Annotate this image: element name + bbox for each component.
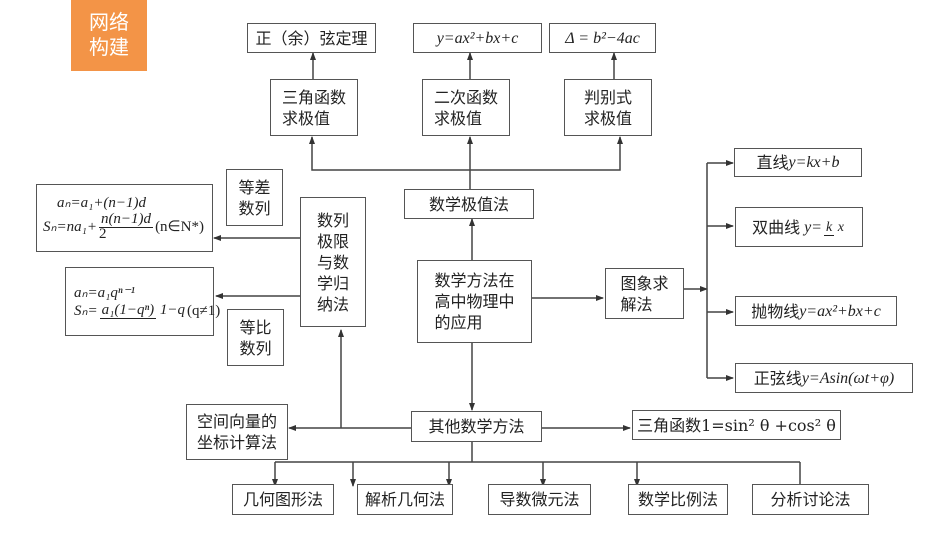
trig-identity-box: 三角函数1=sin² θ +cos² θ [632, 410, 841, 440]
parabola-formula: y=ax²+bx+c [799, 302, 881, 320]
vector-line2: 坐标计算法 [196, 433, 277, 452]
geom-label-line1: 等比 [239, 317, 272, 337]
section-badge: 网络 构建 [71, 0, 147, 71]
hyperbola-box: 双曲线 y= k x [735, 207, 863, 247]
sequence-line3: 与数 [316, 252, 349, 272]
sequence-line2: 极限 [316, 231, 349, 251]
line-to-trig-extremum [309, 136, 470, 171]
geometric-formula-box: aₙ=a₁qⁿ⁻¹ Sₙ= a₁(1−qⁿ) 1−q (q≠1) [65, 267, 220, 336]
arith-label-line1: 等差 [238, 177, 271, 197]
central-topic-line3: 的应用 [434, 313, 483, 332]
quadratic-extremum-box: 二次函数 求极值 [422, 79, 510, 136]
arith-formula-line1: aₙ=a₁+(n−1)d [57, 195, 147, 211]
derivative-method-box: 导数微元法 [488, 484, 591, 515]
geom-label-line2: 数列 [239, 338, 272, 358]
discriminant-formula-box: Δ = b²−4ac [549, 23, 656, 53]
trig-identity: 三角函数1=sin² θ +cos² θ [637, 415, 836, 435]
arith-label-line2: 数列 [238, 198, 271, 218]
geometric-figure-method-box: 几何图形法 [232, 484, 334, 515]
discriminant-formula: Δ = b²−4ac [565, 29, 640, 47]
hyperbola-name: 双曲线 [752, 217, 801, 237]
arithmetic-formula-box: aₙ=a₁+(n−1)d Sₙ=na₁+ n(n−1)d 2 (n∈N*) [36, 184, 213, 252]
derivative-method: 导数微元法 [499, 490, 580, 509]
arith-fraction: n(n−1)d 2 [98, 211, 154, 242]
trig-extremum-box: 三角函数 求极值 [270, 79, 358, 136]
graph-method-line2: 解法 [620, 294, 653, 314]
sequence-line5: 纳法 [316, 294, 349, 314]
line-to-discriminant [470, 136, 623, 171]
hyperbola-num: k [823, 219, 835, 236]
quadratic-formula-box: y=ax²+bx+c [413, 23, 542, 53]
sine-cosine-theorem-box: 正（余）弦定理 [247, 23, 376, 53]
quadratic-formula: y=ax²+bx+c [436, 29, 519, 47]
badge-line-1: 网络 [89, 10, 129, 34]
hyperbola-fraction: k x [823, 219, 844, 236]
central-topic-line2: 高中物理中 [434, 292, 515, 311]
proportion-method-box: 数学比例法 [628, 484, 728, 515]
arith-fraction-num: n(n−1)d [98, 211, 154, 228]
badge-line-2: 构建 [89, 35, 129, 59]
geom-fraction-den: 1−q [159, 302, 186, 318]
geom-formula-prefix: Sₙ= [74, 302, 98, 319]
discussion-method-box: 分析讨论法 [752, 484, 869, 515]
straight-line-box: 直线 y=kx+b [734, 148, 862, 177]
sine-curve-box: 正弦线 y=Asin(ωt+φ) [735, 363, 913, 393]
sine-curve-formula: y=Asin(ωt+φ) [801, 369, 895, 387]
trig-extremum-line2: 求极值 [281, 108, 330, 128]
vector-line1: 空间向量的 [196, 412, 277, 431]
arith-fraction-den: 2 [98, 226, 107, 242]
geom-fraction: a₁(1−qⁿ) 1−q [99, 302, 186, 319]
parabola-box: 抛物线 y=ax²+bx+c [735, 296, 897, 326]
straight-line-name: 直线 [756, 153, 789, 172]
hyperbola-den: x [837, 219, 844, 235]
discriminant-extremum-line2: 求极值 [583, 108, 632, 128]
geom-formula-line1: aₙ=a₁qⁿ⁻¹ [74, 284, 135, 301]
discriminant-extremum-box: 判别式 求极值 [564, 79, 652, 136]
quadratic-extremum-line1: 二次函数 [433, 87, 498, 107]
proportion-method: 数学比例法 [637, 490, 718, 509]
geometric-sequence-label-box: 等比 数列 [227, 309, 284, 366]
analytic-geometry-method: 解析几何法 [364, 490, 445, 509]
geom-fraction-num: a₁(1−qⁿ) [99, 302, 157, 319]
other-methods: 其他数学方法 [428, 417, 525, 436]
graph-method-box: 图象求 解法 [605, 268, 684, 319]
geom-formula-suffix: (q≠1) [187, 302, 221, 319]
sequence-induction-box: 数列 极限 与数 学归 纳法 [300, 197, 366, 327]
discriminant-extremum-line1: 判别式 [583, 87, 632, 107]
central-topic-line1: 数学方法在 [434, 271, 515, 290]
trig-extremum-line1: 三角函数 [281, 87, 346, 107]
arith-formula-suffix: (n∈N*) [155, 219, 204, 235]
straight-line-formula: y=kx+b [788, 154, 840, 171]
central-topic-box: 数学方法在 高中物理中 的应用 [417, 260, 532, 343]
hyperbola-prefix: y= [804, 218, 822, 236]
math-extremum-method-box: 数学极值法 [404, 189, 534, 219]
sine-curve-name: 正弦线 [753, 368, 802, 388]
quadratic-extremum-line2: 求极值 [433, 108, 482, 128]
discussion-method: 分析讨论法 [770, 490, 851, 509]
arithmetic-sequence-label-box: 等差 数列 [226, 169, 283, 226]
other-methods-box: 其他数学方法 [411, 411, 542, 442]
vector-method-box: 空间向量的 坐标计算法 [186, 404, 288, 460]
sequence-line1: 数列 [316, 210, 349, 230]
analytic-geometry-method-box: 解析几何法 [357, 484, 453, 515]
graph-method-line1: 图象求 [620, 273, 669, 293]
math-extremum-method: 数学极值法 [428, 194, 509, 214]
geometric-figure-method: 几何图形法 [242, 490, 323, 509]
parabola-name: 抛物线 [751, 301, 800, 321]
arith-formula-prefix: Sₙ=na₁+ [43, 219, 97, 235]
sequence-line4: 学归 [316, 273, 349, 293]
sine-cosine-theorem: 正（余）弦定理 [255, 28, 368, 48]
